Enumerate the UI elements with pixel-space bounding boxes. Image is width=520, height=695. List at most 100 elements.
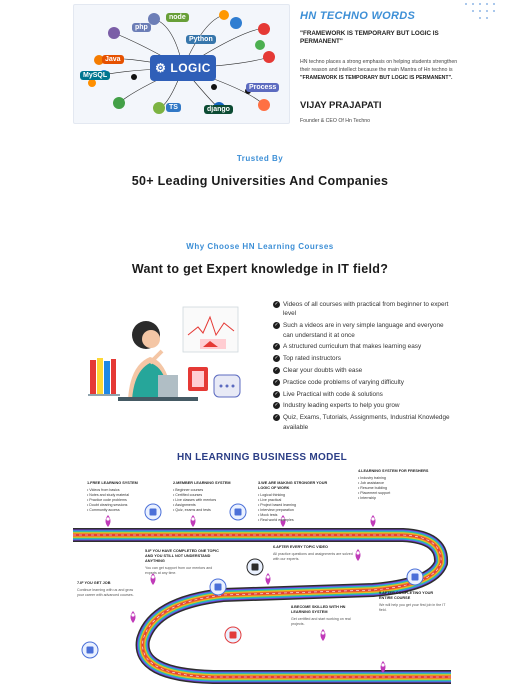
step-4: 4.Learning System For Freshers Industry … — [358, 469, 436, 501]
step-line: Live practical — [258, 498, 340, 503]
road-centerline — [73, 534, 451, 678]
step-heading: 9.After Completing Your Entire Course — [379, 591, 434, 600]
step-heading: 7.If You Get Job — [77, 581, 111, 585]
list-item: ✓Clear your doubts with ease — [273, 366, 451, 375]
list-item: ✓A structured curriculum that makes lear… — [273, 342, 451, 351]
python-badge: Python — [186, 35, 216, 44]
logic-badge: ⚙ LOGIC — [150, 55, 216, 81]
step-line: Community access — [87, 508, 157, 513]
step-line: Industry training — [358, 476, 436, 481]
map-pin-dot — [191, 517, 195, 521]
check-icon: ✓ — [273, 301, 280, 308]
map-pin-dot — [106, 517, 110, 521]
step-line: Videos from basics — [87, 488, 157, 493]
list-item: ✓Such a videos are in very simple langua… — [273, 321, 451, 340]
mysql-badge: MySQL — [80, 71, 111, 80]
map-pin-icon — [130, 611, 136, 623]
step-line: Resume building — [358, 486, 436, 491]
step-badge-glyph — [86, 646, 94, 654]
step-2: 2.Member Learning System Beginner course… — [173, 481, 243, 513]
feature-text: Practice code problems of varying diffic… — [283, 378, 405, 386]
business-model-infographic: HN LEARNING BUSINESS MODEL 1.Free Learni… — [73, 445, 451, 695]
map-pin-dot — [151, 575, 155, 579]
step-badge-glyph — [214, 583, 222, 591]
step-heading: 2.Member Learning System — [173, 481, 231, 485]
step-3: 3.We Are Making Stronger Your Logic Of W… — [258, 481, 340, 523]
step-line: Interview preparation — [258, 508, 340, 513]
step-heading: 4.Learning System For Freshers — [358, 469, 429, 473]
step-8: 8.Become Skilled With Hn Learning System… — [291, 605, 357, 627]
step-line: Beginner courses — [173, 488, 243, 493]
list-item: ✓Videos of all courses with practical fr… — [273, 300, 451, 319]
map-pin-icon — [105, 515, 111, 527]
process-badge: Process — [246, 83, 280, 92]
map-pin-dot — [266, 575, 270, 579]
founder-name: VIJAY PRAJAPATI — [300, 100, 382, 111]
map-pin-dot — [381, 663, 385, 667]
map-pin-icon — [150, 573, 156, 585]
features-list: ✓Videos of all courses with practical fr… — [273, 300, 451, 434]
feature-text: Top rated instructors — [283, 355, 341, 363]
decorative-dots — [465, 3, 495, 19]
step-line: Mock tests — [258, 513, 340, 518]
feature-text: Industry leading experts to help you gro… — [283, 402, 400, 410]
hero-quote: "FRAMEWORK IS TEMPORARY BUT LOGIC IS PER… — [300, 30, 439, 45]
hero-title: HN TECHNO WORDS — [300, 10, 416, 22]
logic-label: LOGIC — [170, 61, 211, 75]
founder-role: Founder & CEO Of Hn Techno — [300, 118, 370, 124]
hero-description-quote: "FRAMEWORK IS TEMPORARY BUT LOGIC IS PER… — [300, 75, 453, 81]
list-item: ✓Quiz, Exams, Tutorials, Assignments, In… — [273, 413, 451, 432]
feature-text: Live Practical with code & solutions — [283, 390, 383, 398]
map-pin-icon — [370, 515, 376, 527]
map-pin-icon — [355, 549, 361, 561]
map-pin-icon — [320, 629, 326, 641]
list-item: ✓Practice code problems of varying diffi… — [273, 378, 451, 387]
step-line: Live classes with mentors — [173, 498, 243, 503]
feature-text: Such a videos are in very simple languag… — [283, 322, 444, 339]
check-icon: ✓ — [273, 355, 280, 363]
roadmap-graphic — [73, 503, 451, 684]
why-kicker: Why Choose HN Learning Courses — [186, 242, 334, 251]
php-badge: php — [132, 23, 151, 32]
step-line: Job assistance — [358, 481, 436, 486]
list-item: ✓Live Practical with code & solutions — [273, 390, 451, 399]
map-pin-icon — [190, 515, 196, 527]
step-heading: 8.Become Skilled With Hn Learning System — [291, 605, 346, 614]
check-icon: ✓ — [273, 367, 280, 374]
step-line: Get certified and start working on real … — [291, 617, 351, 626]
feature-text: A structured curriculum that makes learn… — [283, 343, 422, 351]
map-pin-dot — [356, 551, 360, 555]
map-pin-dot — [371, 517, 375, 521]
why-title: Want to get Expert knowledge in IT field… — [131, 262, 389, 276]
map-pin-icon — [265, 573, 271, 585]
step-line: You can get support from our mentors and… — [145, 566, 213, 575]
step-line: We will help you get your first job in t… — [379, 603, 446, 612]
logic-languages-illustration: php node Java MySQL TS django Python Pro… — [73, 4, 290, 124]
feature-text: Clear your doubts with ease — [283, 367, 363, 374]
step-badge-glyph — [229, 631, 237, 639]
step-line: Internship — [358, 496, 436, 501]
django-badge: django — [204, 105, 233, 114]
map-pin-dot — [321, 631, 325, 635]
step-line: Notes and study material — [87, 493, 157, 498]
step-line: Real world examples — [258, 518, 340, 523]
step-line: Logical thinking — [258, 493, 340, 498]
step-line: Continue learning with us and grow your … — [77, 588, 134, 597]
map-pin-dot — [131, 613, 135, 617]
step-badge-glyph — [411, 573, 419, 581]
step-heading: 6.After Every Topic Video — [273, 545, 328, 549]
step-1: 1.Free Learning System Videos from basic… — [87, 481, 157, 513]
logic-icon: ⚙ — [155, 61, 167, 75]
hero-description: HN techno places a strong emphasis on he… — [300, 58, 460, 82]
step-heading: 5.If You Have Completed One Topic And Yo… — [145, 549, 219, 563]
list-item: ✓Top rated instructors — [273, 354, 451, 363]
step-line: Project based learning — [258, 503, 340, 508]
step-9: 9.After Completing Your Entire Course We… — [379, 591, 447, 613]
check-icon: ✓ — [273, 343, 280, 351]
step-line: Placement support — [358, 491, 436, 496]
feature-text: Quiz, Exams, Tutorials, Assignments, Ind… — [283, 414, 450, 431]
check-icon: ✓ — [273, 402, 280, 410]
check-icon: ✓ — [273, 414, 280, 422]
business-model-title: HN LEARNING BUSINESS MODEL — [176, 452, 348, 463]
ts-badge: TS — [166, 103, 181, 112]
